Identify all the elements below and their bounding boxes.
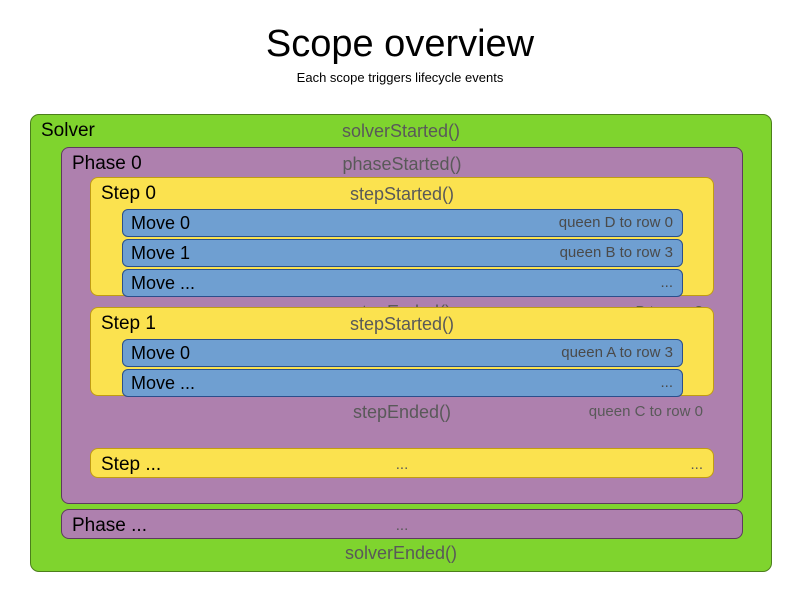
step-ellipsis-label: Step ... (101, 454, 162, 475)
move-label: Move ... (131, 273, 196, 293)
move-box[interactable]: Move 1 queen B to row 3 (122, 239, 683, 267)
phase-ellipsis-label: Phase ... (72, 515, 147, 536)
solver-ended-event: solverEnded() (344, 543, 458, 563)
step-0-started-event: stepStarted() (349, 184, 455, 204)
page-subtitle: Each scope triggers lifecycle events (296, 70, 504, 85)
move-box[interactable]: Move 0 queen A to row 3 (122, 339, 683, 367)
move-result: queen B to row 3 (559, 244, 673, 261)
phase-0-scope-label: Phase 0 (72, 153, 142, 174)
step-0-scope-box[interactable]: Step 0 stepStarted() Move 0 queen D to r… (90, 177, 714, 322)
step-1-scope-box[interactable]: Step 1 stepStarted() Move 0 queen A to r… (90, 307, 714, 422)
page-title: Scope overview (265, 23, 535, 65)
move-result: queen A to row 3 (561, 344, 673, 361)
solver-started-event: solverStarted() (341, 121, 461, 141)
move-label: Move 0 (131, 343, 191, 363)
move-box[interactable]: Move ... ... (122, 369, 683, 397)
step-ellipsis-box[interactable]: Step ... ... ... (90, 448, 714, 478)
move-result: ... (660, 374, 673, 391)
phase-started-event: phaseStarted() (342, 154, 462, 174)
phase-ellipsis-box[interactable]: Phase ... ... (61, 509, 743, 539)
move-result: queen D to row 0 (558, 214, 673, 231)
move-label: Move ... (131, 373, 196, 393)
solver-scope-label: Solver (41, 120, 95, 141)
move-label: Move 0 (131, 213, 191, 233)
step-ellipsis-center: ... (395, 456, 409, 473)
move-result: ... (660, 274, 673, 291)
step-1-ended-event: stepEnded() (352, 402, 452, 422)
phase-ellipsis-center: ... (395, 517, 409, 534)
solver-scope-box[interactable]: Solver solverStarted() Phase 0 phaseStar… (30, 114, 772, 572)
step-ellipsis-right: ... (690, 456, 703, 473)
move-label: Move 1 (131, 243, 191, 263)
move-box[interactable]: Move ... ... (122, 269, 683, 297)
phase-0-scope-box[interactable]: Phase 0 phaseStarted() Step 0 stepStarte… (61, 147, 743, 532)
heading-block: Scope overview Each scope triggers lifec… (0, 0, 800, 87)
step-1-started-event: stepStarted() (349, 314, 455, 334)
step-1-scope-label: Step 1 (101, 313, 156, 334)
step-1-ended-result: queen C to row 0 (588, 403, 703, 420)
step-0-scope-label: Step 0 (101, 183, 156, 204)
move-box[interactable]: Move 0 queen D to row 0 (122, 209, 683, 237)
